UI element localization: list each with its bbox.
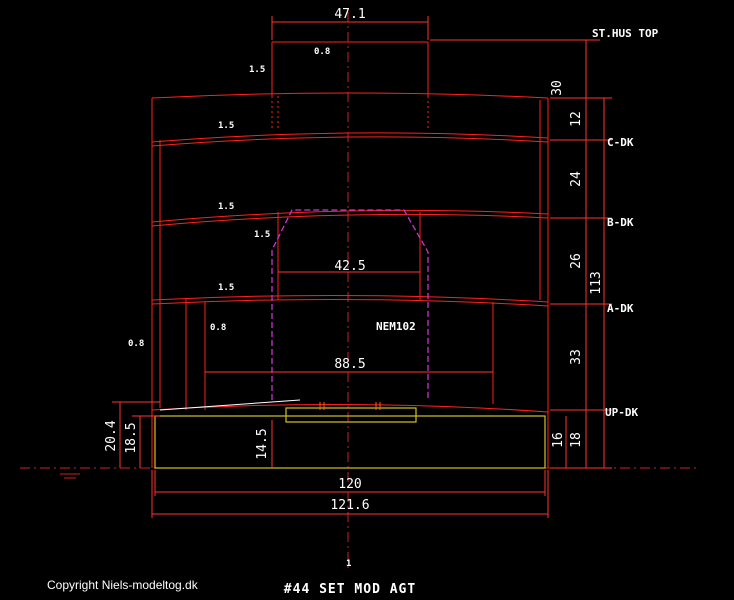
dim-47-1: 47.1 [334, 7, 365, 22]
label-1-5-roof: 1.5 [249, 65, 265, 75]
copyright-text: Copyright Niels-modeltog.dk [47, 578, 199, 592]
label-1-5-inner: 1.5 [254, 230, 270, 240]
body-outline [151, 41, 549, 468]
dim-88-5: 88.5 [334, 357, 365, 372]
label-0-8-turret: 0.8 [314, 47, 330, 57]
dim-16: 16 [551, 432, 566, 448]
base-markers [319, 402, 381, 410]
hidden-lines [271, 96, 429, 130]
dim-20-4: 20.4 [104, 420, 119, 451]
dim-26: 26 [569, 253, 584, 269]
dim-12: 12 [569, 111, 584, 127]
dim-42-5: 42.5 [334, 259, 365, 274]
label-up-dk: UP-DK [605, 406, 638, 419]
label-0-8-inner: 0.8 [210, 323, 226, 333]
label-1-5-b: 1.5 [218, 202, 234, 212]
drawing-title: #44 SET MOD AGT [284, 582, 416, 597]
label-a-dk: A-DK [607, 302, 634, 315]
label-0-8-wall: 0.8 [128, 339, 144, 349]
label-c-dk: C-DK [607, 136, 634, 149]
label-st-hus-top: ST.HUS TOP [592, 27, 659, 40]
dim-30: 30 [550, 80, 565, 96]
label-1-5-a: 1.5 [218, 283, 234, 293]
dim-24: 24 [569, 171, 584, 187]
ground-symbol [60, 473, 80, 479]
dim-121-6: 121.6 [330, 498, 369, 513]
white-trim [159, 399, 301, 411]
dimension-lines [112, 16, 612, 518]
dim-33: 33 [569, 349, 584, 365]
chassis-base [154, 407, 546, 469]
label-1-5-c: 1.5 [218, 121, 234, 131]
dim-120: 120 [338, 477, 361, 492]
dim-18-5: 18.5 [124, 422, 139, 453]
dim-14-5: 14.5 [255, 428, 270, 459]
label-nem102: NEM102 [376, 320, 416, 333]
label-b-dk: B-DK [607, 216, 634, 229]
dim-18-right: 18 [569, 432, 584, 448]
centerline-mark: 1 [346, 559, 351, 569]
nem102-outline [271, 209, 429, 400]
dim-113: 113 [589, 271, 604, 294]
